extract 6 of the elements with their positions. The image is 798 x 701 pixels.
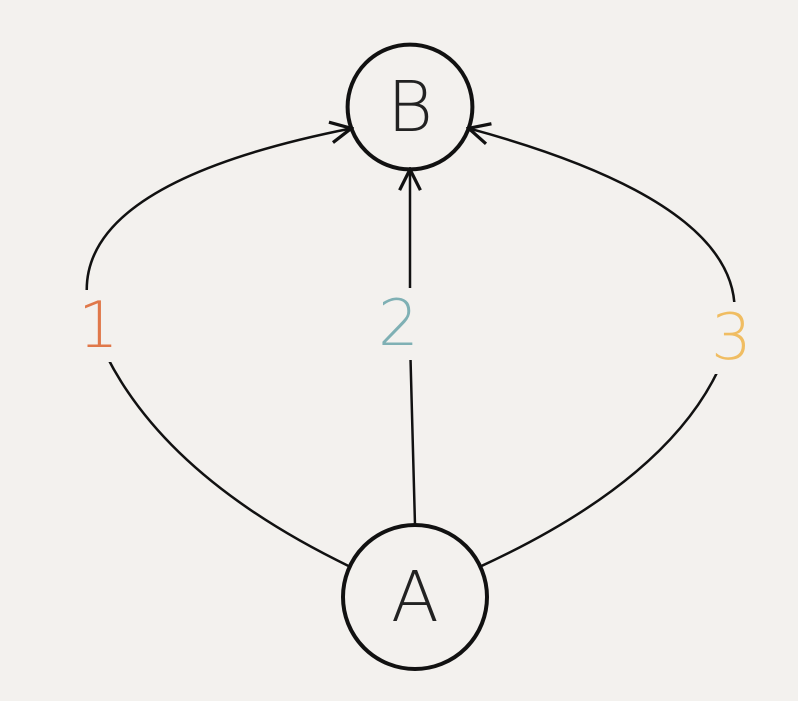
node-circle	[345, 42, 475, 172]
node-label: A	[391, 562, 439, 632]
arrow	[86, 121, 353, 568]
arrow	[467, 122, 736, 568]
node-label: B	[387, 72, 433, 142]
node-circle	[340, 522, 490, 672]
